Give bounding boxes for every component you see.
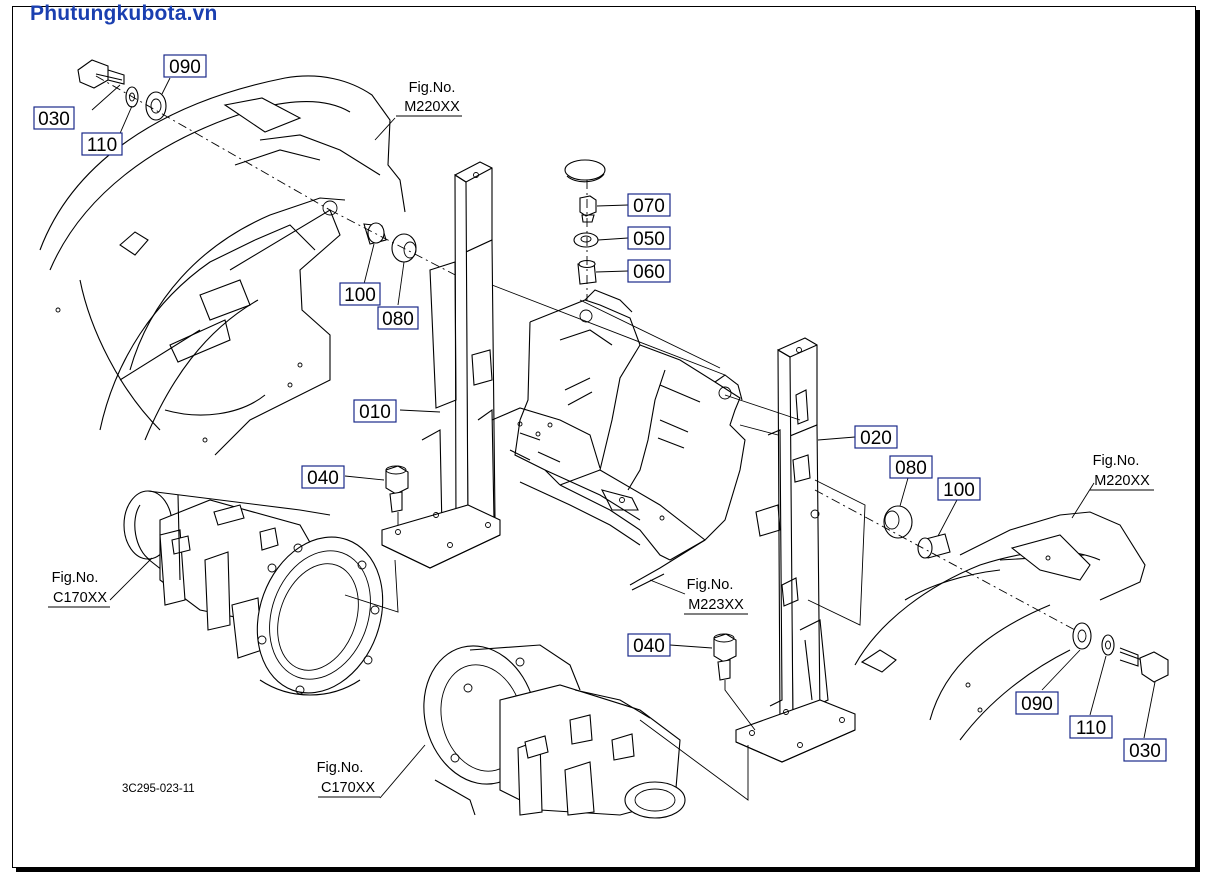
post-010 [381,161,501,569]
callout-030-right: 030 [1123,738,1167,762]
svg-text:090: 090 [169,57,201,78]
collar-100-right [917,533,951,559]
svg-text:100: 100 [344,285,376,306]
svg-text:030: 030 [38,109,70,130]
callout-080-right: 080 [889,455,933,479]
callout-090-left: 090 [163,54,207,78]
callout-110-left: 110 [81,132,123,156]
svg-text:M220XX: M220XX [404,99,460,115]
callout-010: 010 [353,399,397,423]
callout-100-left: 100 [339,282,381,306]
svg-text:110: 110 [1076,718,1106,739]
svg-text:110: 110 [87,135,117,156]
callout-040-right: 040 [627,633,671,657]
callout-070: 070 [627,193,671,217]
callout-100-right: 100 [937,477,981,501]
figref-c170-bottom: Fig.No. C170XX [317,760,380,798]
callout-110-right: 110 [1069,715,1113,739]
svg-text:Fig.No.: Fig.No. [52,570,99,586]
washer-090-left [145,91,167,121]
washer-090-right [1072,622,1092,650]
watermark: Phutungkubota.vn [30,2,218,25]
svg-text:C170XX: C170XX [321,780,375,796]
figref-m223: Fig.No. M223XX [684,577,748,615]
svg-text:040: 040 [633,636,665,657]
svg-text:060: 060 [633,262,665,283]
callout-080-left: 080 [377,306,419,330]
svg-text:090: 090 [1021,694,1053,715]
figref-m220-left: Fig.No. M220XX [396,80,462,117]
floor-panel [491,289,746,591]
svg-text:080: 080 [382,309,414,330]
svg-text:Fig.No.: Fig.No. [317,760,364,776]
callout-030-left: 030 [33,106,75,130]
bushing-080-right [883,505,913,539]
svg-text:C170XX: C170XX [53,590,107,606]
svg-text:Fig.No.: Fig.No. [1093,453,1140,469]
washer-050 [573,232,599,248]
svg-text:M223XX: M223XX [688,597,744,613]
svg-text:050: 050 [633,229,665,250]
washer-110-right [1101,634,1115,656]
svg-text:M220XX: M220XX [1094,473,1150,489]
post-020 [735,337,856,763]
bolt-070 [579,195,597,223]
bolt-040-left [385,465,409,513]
frame-shadow-bottom [16,868,1200,872]
left-axle-housing [123,490,384,696]
drawing-code: 3C295-023-11 [122,783,195,795]
svg-text:080: 080 [895,458,927,479]
bolt-030-left [77,59,125,89]
svg-text:100: 100 [943,480,975,501]
svg-text:040: 040 [307,468,339,489]
bolt-030-right [1119,647,1169,683]
frame-shadow [1196,10,1200,872]
svg-text:030: 030 [1129,741,1161,762]
bottom-axle-housing [423,644,686,819]
bolt-040-right [713,633,737,681]
cap-top [564,159,606,183]
callout-050: 050 [627,226,671,250]
right-fender [854,511,1146,741]
svg-text:Fig.No.: Fig.No. [409,80,456,96]
svg-text:070: 070 [633,196,665,217]
callout-060: 060 [627,259,671,283]
left-fender [39,75,406,456]
collar-100-left [363,222,387,245]
svg-text:010: 010 [359,402,391,423]
callout-020: 020 [854,425,898,449]
figref-m220-right: Fig.No. M220XX [1090,453,1154,491]
callout-090-right: 090 [1015,691,1059,715]
svg-text:Fig.No.: Fig.No. [687,577,734,593]
svg-text:020: 020 [860,428,892,449]
callout-040-left: 040 [301,465,345,489]
figref-c170-left: Fig.No. C170XX [48,570,110,608]
leader-lines [91,77,1156,799]
